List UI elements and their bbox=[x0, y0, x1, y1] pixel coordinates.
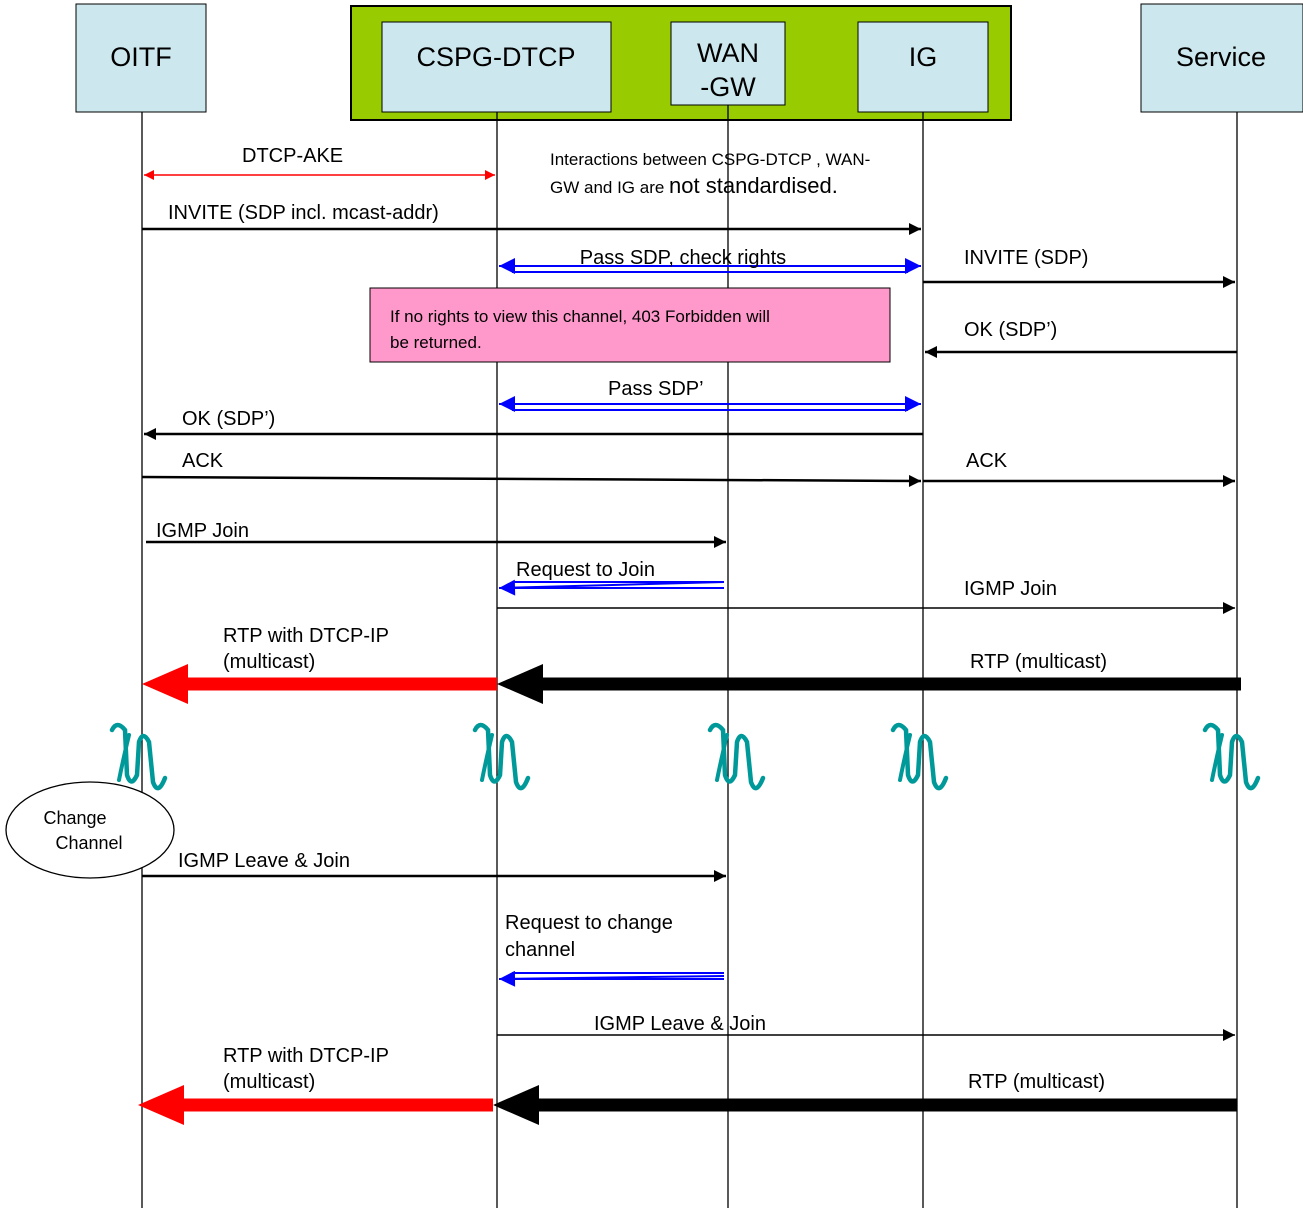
change-channel-line1: Change bbox=[43, 808, 106, 828]
participant-oitf-label: OITF bbox=[110, 42, 172, 72]
arrow-rtp-multicast-2 bbox=[493, 1085, 1237, 1125]
note-interactions-line2a: GW and IG are bbox=[550, 178, 669, 197]
participant-service-label: Service bbox=[1176, 42, 1266, 72]
arrow-rtp-dtcp-1 bbox=[142, 664, 497, 704]
time-break-wan bbox=[707, 722, 766, 791]
time-break-cspg bbox=[472, 722, 531, 791]
arrow-request-change-channel bbox=[498, 970, 725, 987]
label-igmp-leave-join-oitf: IGMP Leave & Join bbox=[178, 850, 350, 872]
note-interactions-line2b: not standardised. bbox=[669, 173, 838, 198]
arrow-pass-sdp-check bbox=[499, 258, 921, 274]
time-break-ig bbox=[890, 722, 949, 791]
participant-wan-gw: WAN -GW bbox=[670, 21, 786, 106]
time-break-oitf bbox=[109, 722, 168, 791]
change-channel-ellipse bbox=[5, 781, 175, 879]
participant-wan-label-2: -GW bbox=[700, 72, 756, 102]
label-request-to-join: Request to Join bbox=[516, 559, 655, 581]
label-rtp-dtcp-1-line2: (multicast) bbox=[223, 651, 315, 673]
label-ok-sdp-service: OK (SDP’) bbox=[964, 319, 1057, 341]
participant-service: Service bbox=[1140, 3, 1303, 113]
label-igmp-join-oitf: IGMP Join bbox=[156, 520, 249, 542]
note-interactions-line1: Interactions between CSPG-DTCP , WAN- bbox=[550, 150, 870, 169]
label-ack-ig: ACK bbox=[966, 450, 1008, 472]
label-rtp-dtcp-2-line1: RTP with DTCP-IP bbox=[223, 1045, 389, 1067]
arrow-ack-oitf bbox=[141, 474, 922, 487]
label-request-change-line2: channel bbox=[505, 939, 575, 961]
label-invite-sdp: INVITE (SDP) bbox=[964, 247, 1088, 269]
label-dtcp-ake: DTCP-AKE bbox=[242, 145, 343, 167]
participant-ig: IG bbox=[857, 21, 989, 113]
time-break-marks bbox=[109, 722, 1261, 791]
note-forbidden-line1: If no rights to view this channel, 403 F… bbox=[390, 307, 770, 326]
label-invite-mcast: INVITE (SDP incl. mcast-addr) bbox=[168, 202, 439, 224]
label-rtp-multicast-1: RTP (multicast) bbox=[970, 651, 1107, 673]
time-break-service bbox=[1202, 722, 1261, 791]
label-request-change-line1: Request to change bbox=[505, 912, 673, 934]
label-igmp-join-cspg: IGMP Join bbox=[964, 578, 1057, 600]
label-pass-sdp-prime: Pass SDP’ bbox=[608, 378, 704, 400]
label-rtp-dtcp-2-line2: (multicast) bbox=[223, 1071, 315, 1093]
label-pass-sdp-check: Pass SDP, check rights bbox=[580, 247, 786, 269]
label-igmp-leave-join-cspg: IGMP Leave & Join bbox=[594, 1013, 766, 1035]
note-forbidden-box bbox=[369, 287, 891, 363]
participant-cspg-label: CSPG-DTCP bbox=[416, 42, 575, 72]
participant-wan-label-1: WAN bbox=[697, 38, 759, 68]
note-interactions-line2: GW and IG are not standardised. bbox=[550, 173, 838, 198]
arrow-pass-sdp-prime bbox=[499, 396, 921, 412]
change-channel-line2: Channel bbox=[55, 833, 122, 853]
label-ack-oitf: ACK bbox=[182, 450, 224, 472]
participant-ig-label: IG bbox=[909, 42, 938, 72]
arrow-rtp-dtcp-2 bbox=[138, 1085, 493, 1125]
note-forbidden-line2: be returned. bbox=[390, 333, 482, 352]
participant-cspg: CSPG-DTCP bbox=[381, 21, 612, 113]
label-rtp-multicast-2: RTP (multicast) bbox=[968, 1071, 1105, 1093]
label-rtp-dtcp-1-line1: RTP with DTCP-IP bbox=[223, 625, 389, 647]
arrow-rtp-multicast-1 bbox=[497, 664, 1241, 704]
arrow-request-to-join bbox=[498, 579, 725, 596]
participant-oitf: OITF bbox=[75, 3, 207, 113]
label-ok-sdp-oitf: OK (SDP’) bbox=[182, 408, 275, 430]
